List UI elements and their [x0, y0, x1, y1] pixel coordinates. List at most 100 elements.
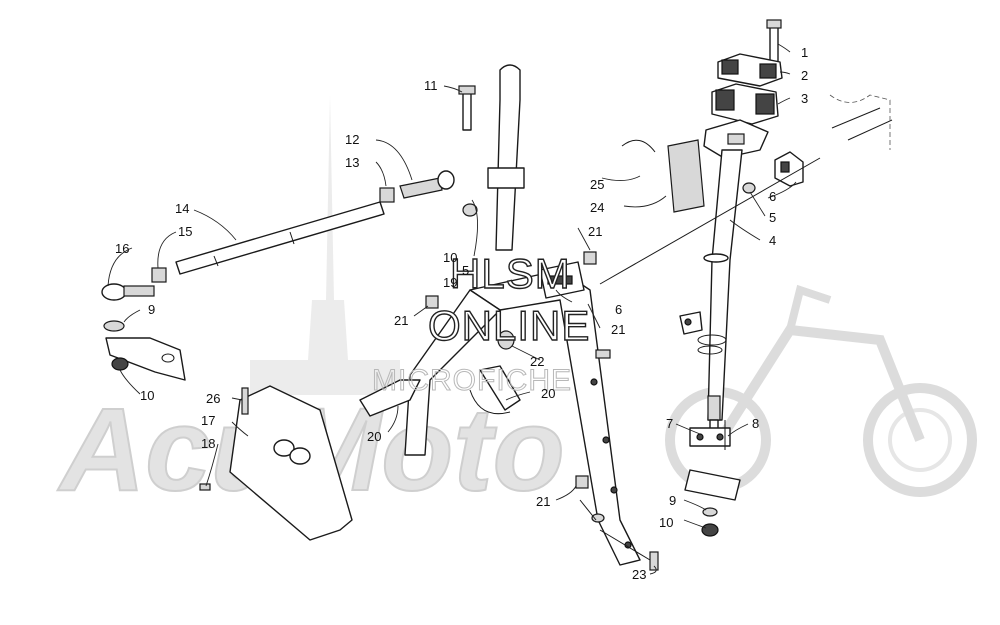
callout-10: 10 — [140, 388, 154, 403]
callout-12: 12 — [345, 132, 359, 147]
rod-end-16 — [101, 283, 127, 301]
plate-hole — [727, 133, 745, 145]
tube-clamp — [487, 167, 525, 189]
tab-hole — [684, 318, 692, 326]
nut-10-left — [111, 357, 129, 371]
steering-pad — [667, 139, 705, 213]
u-bracket-20 — [359, 379, 421, 417]
clamp-base-block — [715, 89, 735, 111]
parts-drawing — [101, 19, 893, 571]
post-ring — [697, 334, 727, 346]
long-bolt — [831, 107, 881, 129]
callout-18: 18 — [201, 436, 215, 451]
clamp-cap-upper — [721, 59, 739, 75]
lower-bracket — [689, 427, 731, 447]
watermark-foreground: HLSM ONLINE MICROFICHE — [372, 249, 591, 397]
callout-17: 17 — [201, 413, 215, 428]
frame-hole — [610, 486, 618, 494]
nut-upper — [462, 203, 478, 217]
callout-15: 15 — [178, 224, 192, 239]
arm-hole — [161, 353, 175, 363]
upright-tube — [495, 64, 521, 251]
callout-19: 19 — [443, 275, 457, 290]
nut-part — [742, 182, 756, 194]
washer-9 — [103, 320, 125, 332]
callout-21: 21 — [536, 494, 550, 509]
guard-plate-assembly — [199, 385, 353, 541]
callout-8: 8 — [752, 416, 759, 431]
clamp-base-block — [755, 93, 775, 115]
strip-26 — [241, 387, 249, 415]
bolt-head — [766, 19, 782, 29]
clamp-cap-upper — [759, 63, 777, 79]
callout-6: 6 — [769, 189, 776, 204]
callout-3: 3 — [801, 91, 808, 106]
bolt-11 — [462, 89, 472, 131]
callout-13: 13 — [345, 155, 359, 170]
watermark-line2: ONLINE — [428, 302, 590, 349]
callout-21: 21 — [611, 322, 625, 337]
grommet-22 — [497, 330, 515, 350]
guard-hole — [273, 439, 295, 457]
callout-5: 5 — [769, 210, 776, 225]
post-sleeve — [707, 395, 721, 421]
callout-21: 21 — [588, 224, 602, 239]
frame-hole — [590, 378, 598, 386]
bolt-23-head — [649, 551, 659, 571]
callout-7: 7 — [666, 416, 673, 431]
callout-5: 5 — [462, 263, 469, 278]
bolt-23-line — [579, 499, 597, 521]
callout-4: 4 — [769, 233, 776, 248]
fitting-21 — [425, 295, 439, 309]
frame-slot — [547, 275, 573, 285]
jam-nut-13 — [379, 187, 395, 203]
steering-arm — [105, 337, 186, 381]
pitman-plate — [684, 469, 741, 501]
washer-part — [702, 507, 718, 517]
bracket-hole — [696, 433, 704, 441]
tie-rod — [175, 201, 385, 275]
fitting-21 — [583, 251, 597, 265]
callout-9: 9 — [148, 302, 155, 317]
jam-nut-15 — [151, 267, 167, 283]
bolt-11-head — [458, 85, 476, 95]
guard-hole — [289, 447, 311, 465]
rod-end-thread — [123, 285, 155, 297]
callout-2: 2 — [801, 68, 808, 83]
callout-24: 24 — [590, 200, 604, 215]
callout-23: 23 — [632, 567, 646, 582]
callout-26: 26 — [206, 391, 220, 406]
u-bracket-20 — [479, 365, 521, 411]
fitting-21 — [595, 349, 611, 359]
watermark-line1: HLSM — [450, 250, 571, 297]
side-clamp-slot — [780, 161, 790, 173]
long-bolt — [847, 119, 893, 141]
tie-rod-gap — [289, 231, 295, 245]
spire-silhouette — [250, 95, 400, 395]
support-frame-left — [404, 289, 501, 456]
post-ring — [697, 345, 723, 355]
steering-post-assembly — [599, 19, 893, 537]
callout-21: 21 — [394, 313, 408, 328]
pad-assembly — [621, 139, 705, 213]
callout-25: 25 — [590, 177, 604, 192]
tie-rod-mark — [213, 255, 219, 267]
tie-rod-assembly — [101, 170, 455, 381]
handlebar-tube-left — [458, 64, 525, 251]
support-frame — [359, 251, 659, 571]
bracket-hole — [716, 433, 724, 441]
callout-11: 11 — [424, 78, 438, 93]
fitting-21 — [575, 475, 589, 489]
centerline — [599, 157, 821, 285]
rod-end-12 — [437, 170, 455, 190]
threaded-stud-12 — [399, 177, 443, 199]
post-collar — [703, 253, 729, 263]
steering-post-tube — [707, 149, 743, 421]
screw-18 — [199, 483, 211, 491]
callout-20: 20 — [541, 386, 555, 401]
nut-lower — [701, 523, 719, 537]
callout-9: 9 — [669, 493, 676, 508]
callout-20: 20 — [367, 429, 381, 444]
